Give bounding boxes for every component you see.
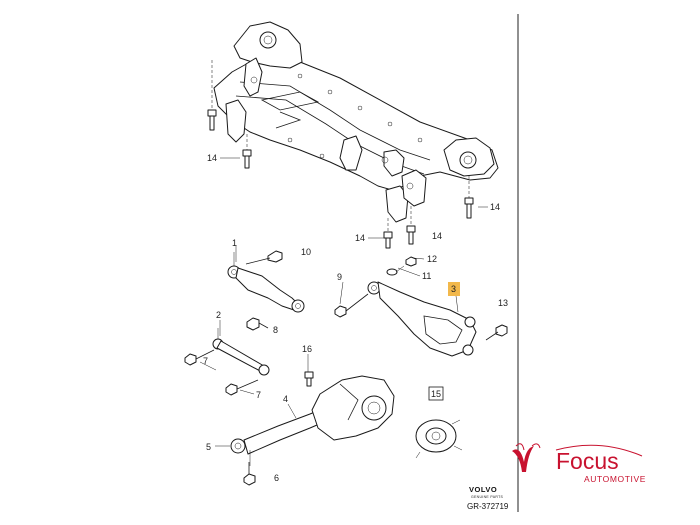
rear-subframe: [213, 21, 499, 223]
callout-15: 15: [431, 389, 441, 399]
brand-maker-sub: GENUINE PARTS: [471, 495, 504, 499]
focus-name: Focus: [556, 448, 619, 474]
lower-control-arm: [367, 281, 477, 357]
callout-7-upper: 7: [203, 356, 208, 366]
callout-14-center-left: 14: [355, 233, 365, 243]
bolt-7-upper: [184, 349, 215, 366]
subframe-bolt-left-bottom: [242, 134, 252, 169]
callout-11: 11: [422, 271, 431, 281]
callout-3: 3: [451, 284, 456, 294]
callout-10: 10: [301, 247, 311, 257]
callout-14-right: 14: [490, 202, 500, 212]
bolt-10: [245, 250, 283, 265]
callout-14-center-right: 14: [432, 231, 442, 241]
bolt-16: [304, 371, 314, 387]
focus-swoosh-icon: [555, 444, 643, 457]
upper-control-arm: [227, 252, 305, 313]
brand-maker: VOLVO: [469, 485, 497, 494]
subframe-bolt-center: [383, 206, 416, 249]
bolt-7-lower: [225, 379, 259, 396]
toe-link: [212, 328, 270, 376]
subframe-bolt-right: [464, 176, 474, 219]
washer-11-nut-12: [386, 256, 417, 276]
wheel-hub: [415, 386, 463, 459]
drawing-code: GR-372719: [467, 502, 509, 511]
nut-8: [246, 317, 269, 331]
callout-16: 16: [302, 344, 312, 354]
callout-7-lower: 7: [256, 390, 261, 400]
callout-numbers: 1 2 3 4 5 6 7 7 8 9 10 11 12 13 14 14 14…: [203, 153, 508, 483]
bolt-13: [485, 324, 508, 341]
callout-2: 2: [216, 310, 221, 320]
callout-1: 1: [232, 238, 237, 248]
callout-3-highlight: [448, 282, 460, 296]
focus-tagline: AUTOMOTIVE: [584, 474, 646, 484]
callout-8: 8: [273, 325, 278, 335]
callout-13: 13: [498, 298, 508, 308]
subframe-bolt-left-top: [207, 60, 217, 131]
focus-automotive-logo: Focus AUTOMOTIVE: [512, 443, 646, 484]
callout-5: 5: [206, 442, 211, 452]
callout-6: 6: [274, 473, 279, 483]
callout-14-left: 14: [207, 153, 217, 163]
callout-9: 9: [337, 272, 342, 282]
trailing-arm: [230, 375, 395, 466]
callout-12: 12: [427, 254, 437, 264]
volvo-brand-block: VOLVO GENUINE PARTS GR-372719: [467, 485, 509, 511]
focus-emblem-icon: [512, 443, 541, 472]
callout-4: 4: [283, 394, 288, 404]
bolt-6: [243, 462, 256, 486]
part-15-box: [428, 386, 444, 401]
leader-lines: [199, 157, 488, 447]
bolt-9: [334, 293, 369, 318]
